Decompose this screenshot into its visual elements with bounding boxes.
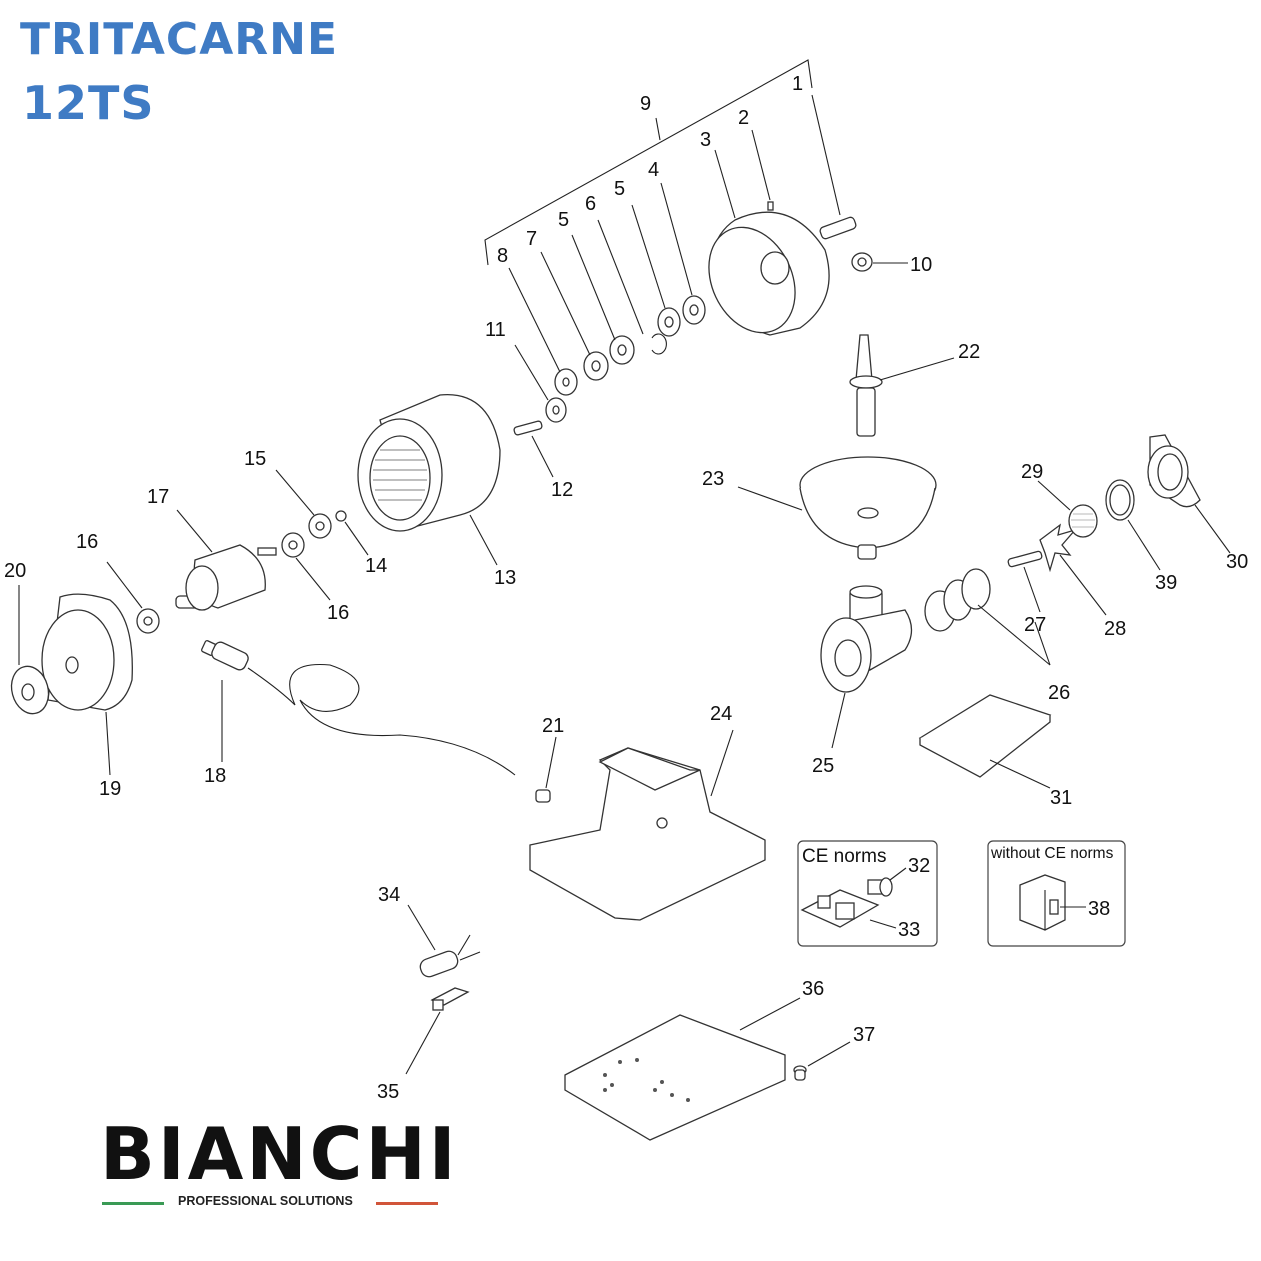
label-7: 7 (526, 228, 537, 250)
part-23-hopper (737, 456, 937, 560)
label-20: 20 (4, 560, 26, 582)
part-38-switch (1019, 874, 1086, 931)
label-3: 3 (700, 129, 711, 151)
part-29-grinding-plate (1037, 480, 1098, 538)
part-27-pin (1007, 550, 1043, 613)
part-7-washer (540, 251, 609, 381)
brand-tagline: PROFESSIONAL SOLUTIONS (178, 1194, 353, 1208)
part-16-bearing-upper (281, 532, 331, 601)
part-number-labels: 1 2 3 4 5 6 5 7 8 9 10 11 12 13 14 15 16… (4, 73, 1248, 1103)
part-12-pinion (513, 420, 554, 478)
part-28-knife (1039, 523, 1107, 616)
part-19-end-shield (41, 593, 133, 776)
label-24: 24 (710, 703, 732, 725)
label-16a: 16 (76, 531, 98, 553)
part-21-screw (535, 736, 557, 803)
label-16b: 16 (327, 602, 349, 624)
product-title: TRITACARNE (20, 14, 339, 65)
label-18: 18 (204, 765, 226, 787)
part-8-gear (508, 267, 578, 396)
no-ce-norms-title: without CE norms (990, 845, 1114, 862)
part-26-worm-screw (924, 568, 1051, 666)
label-30: 30 (1226, 551, 1248, 573)
label-21: 21 (542, 715, 564, 737)
part-24-base (529, 729, 766, 921)
part-17-rotor (175, 509, 277, 611)
ce-norms-title: CE norms (802, 846, 886, 867)
label-15: 15 (244, 448, 266, 470)
label-12: 12 (551, 479, 573, 501)
label-4: 4 (648, 159, 659, 181)
label-5a: 5 (614, 178, 625, 200)
group-bracket-9 (484, 59, 813, 266)
label-10: 10 (910, 254, 932, 276)
brand-tagline-row: PROFESSIONAL SOLUTIONS (100, 1194, 440, 1212)
label-9: 9 (640, 93, 651, 115)
part-6-circlip (597, 219, 667, 355)
label-38: 38 (1088, 898, 1110, 920)
label-26: 26 (1048, 682, 1070, 704)
label-17: 17 (147, 486, 169, 508)
part-16-bearing-lower (106, 561, 160, 634)
part-5-bearing-a (631, 204, 681, 337)
label-6: 6 (585, 193, 596, 215)
part-3-gear-cover (708, 149, 830, 336)
label-39: 39 (1155, 572, 1177, 594)
part-10-nut (851, 252, 908, 272)
part-11-gear (514, 344, 567, 423)
label-33: 33 (898, 919, 920, 941)
label-22: 22 (958, 341, 980, 363)
part-4-bearing (660, 182, 706, 325)
product-model: 12TS (22, 76, 155, 130)
label-11: 11 (485, 319, 506, 341)
label-35: 35 (377, 1081, 399, 1103)
label-8: 8 (497, 245, 508, 267)
label-25: 25 (812, 755, 834, 777)
part-35-bracket (405, 987, 470, 1075)
part-13-motor-housing (357, 393, 501, 566)
part-33-circuit-board (800, 889, 897, 929)
label-37: 37 (853, 1024, 875, 1046)
part-5-bearing-b (571, 234, 635, 365)
label-19: 19 (99, 778, 121, 800)
part-14-nut (335, 510, 369, 556)
part-18-sensor-cable (201, 640, 516, 776)
label-27: 27 (1024, 614, 1046, 636)
label-1: 1 (792, 73, 803, 95)
label-29: 29 (1021, 461, 1043, 483)
part-22-pusher (849, 334, 955, 437)
part-20-plate (10, 585, 50, 715)
part-31-tray (918, 694, 1052, 789)
red-accent-line (376, 1202, 438, 1205)
brand-logo: BIANCHI PROFESSIONAL SOLUTIONS (100, 1112, 459, 1212)
part-36-bottom-plate (564, 997, 801, 1141)
label-23: 23 (702, 468, 724, 490)
label-28: 28 (1104, 618, 1126, 640)
label-13: 13 (494, 567, 516, 589)
part-25-grinder-body (820, 585, 913, 749)
part-32-switch (867, 867, 907, 897)
part-34-capacitor (407, 904, 481, 978)
part-1-pin (811, 94, 857, 240)
part-37-foot (793, 1041, 851, 1081)
label-31: 31 (1050, 787, 1072, 809)
label-34: 34 (378, 884, 400, 906)
ce-norms-box: CE norms (797, 840, 938, 947)
brand-name: BIANCHI (100, 1112, 459, 1196)
green-accent-line (102, 1202, 164, 1205)
label-5b: 5 (558, 209, 569, 231)
label-36: 36 (802, 978, 824, 1000)
label-32: 32 (908, 855, 930, 877)
no-ce-norms-box: without CE norms (987, 840, 1126, 947)
part-30-ring-nut (1147, 434, 1231, 554)
part-15-bearing (275, 469, 332, 539)
label-14: 14 (365, 555, 387, 577)
part-2-screw (751, 129, 774, 211)
part-39-ring (1105, 479, 1161, 571)
label-2: 2 (738, 107, 749, 129)
